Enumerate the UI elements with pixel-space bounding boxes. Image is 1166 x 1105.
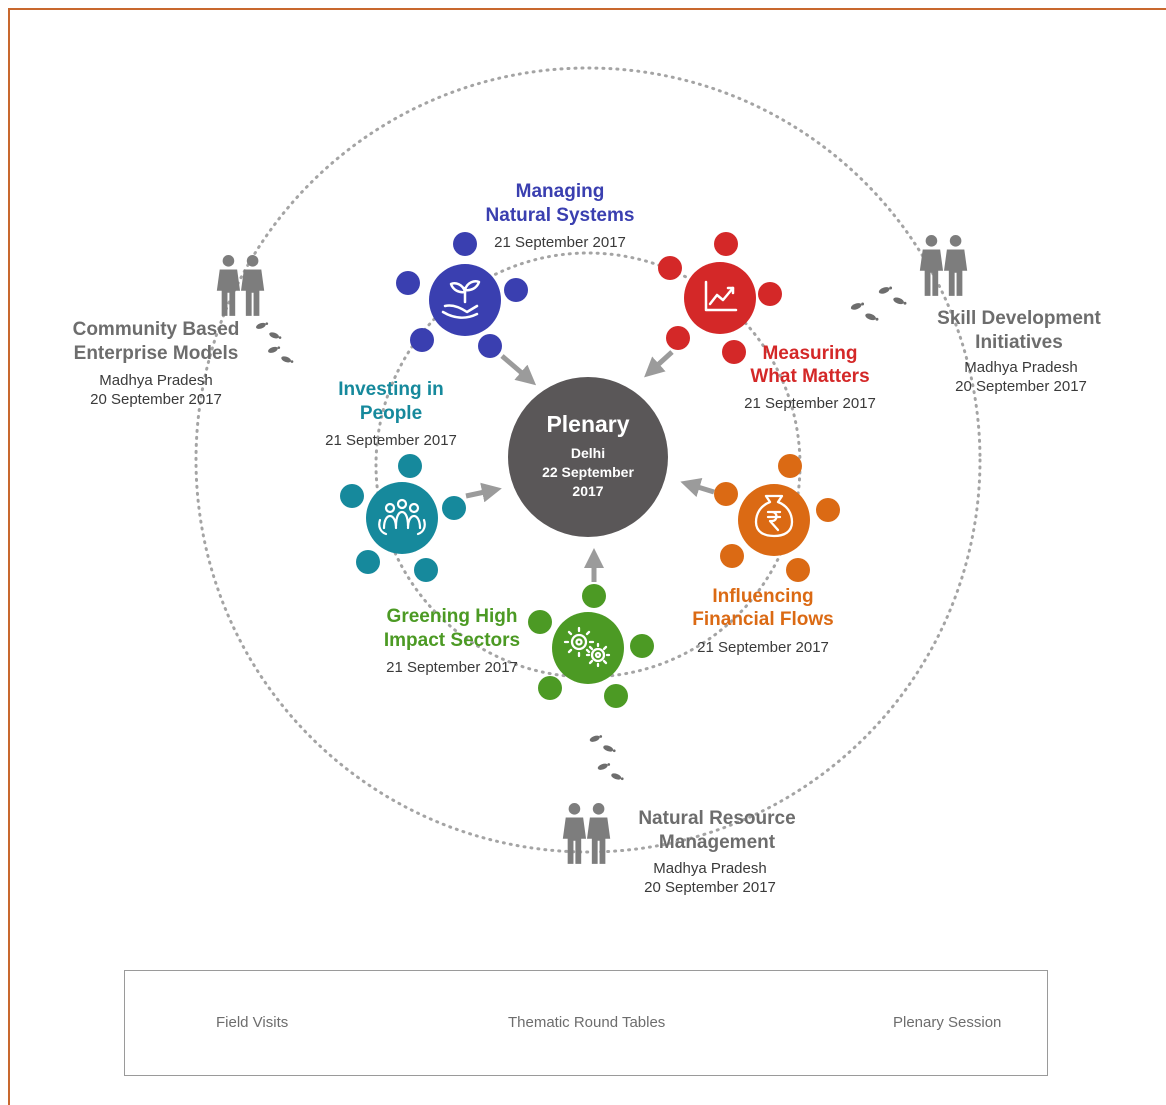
managing-date: 21 September 2017 bbox=[494, 234, 626, 251]
managing-title-line1: Managing bbox=[515, 181, 605, 202]
community-title-line2: Enterprise Models bbox=[73, 343, 239, 364]
rupee-moneybag-icon bbox=[754, 494, 794, 538]
measuring-date: 21 September 2017 bbox=[744, 395, 876, 412]
investing-title-line1: Investing in bbox=[338, 379, 444, 400]
nrm-footprints-icon bbox=[588, 734, 616, 753]
plenary-date-line2: 2017 bbox=[572, 483, 604, 499]
influencing-title-line1: Influencing bbox=[712, 586, 814, 607]
legend-box: Field Visits Thematic Round Tables Plena… bbox=[124, 970, 1048, 1076]
skill-footprints-icon-2 bbox=[849, 301, 879, 322]
greening-date: 21 September 2017 bbox=[386, 659, 518, 676]
plenary-circle bbox=[508, 377, 668, 537]
hub-investing-in-people bbox=[340, 454, 466, 582]
greening-title-line1: Greening High bbox=[386, 606, 518, 627]
nrm-title-line2: Management bbox=[658, 832, 776, 853]
plenary-location: Delhi bbox=[570, 445, 606, 461]
outer-ring bbox=[194, 66, 982, 854]
hand-plant-icon bbox=[441, 280, 481, 319]
community-footprints-icon bbox=[255, 321, 282, 340]
hub-managing-natural-systems bbox=[396, 232, 528, 358]
community-footprints-icon-2 bbox=[267, 345, 294, 364]
community-date: 20 September 2017 bbox=[90, 391, 222, 408]
measuring-title-line1: Measuring bbox=[762, 343, 858, 364]
nrm-title-line1: Natural Resource bbox=[638, 808, 796, 829]
skill-people-icon bbox=[919, 235, 968, 296]
hub-greening-high-impact-sectors bbox=[528, 584, 654, 708]
skill-title-line2: Initiatives bbox=[975, 332, 1063, 353]
plenary-date-line1: 22 September bbox=[542, 464, 634, 480]
legend-field-visits-label: Field Visits bbox=[216, 1014, 289, 1031]
gears-icon bbox=[563, 626, 611, 668]
skill-date: 20 September 2017 bbox=[955, 378, 1087, 395]
influencing-title-line2: Financial Flows bbox=[692, 609, 834, 630]
arrows bbox=[465, 350, 715, 582]
nrm-date: 20 September 2017 bbox=[644, 879, 776, 896]
growth-chart-icon bbox=[704, 280, 738, 312]
community-people-icon bbox=[216, 255, 265, 316]
greening-title-line2: Impact Sectors bbox=[383, 630, 521, 651]
influencing-date: 21 September 2017 bbox=[697, 639, 829, 656]
plenary-title: Plenary bbox=[546, 411, 630, 437]
community-title-line1: Community Based bbox=[72, 319, 240, 340]
managing-title-line2: Natural Systems bbox=[485, 205, 635, 226]
nrm-people-icon bbox=[562, 803, 611, 864]
page-frame bbox=[8, 8, 1166, 1105]
investing-title-line2: People bbox=[359, 403, 423, 424]
nrm-location: Madhya Pradesh bbox=[653, 860, 767, 877]
community-location: Madhya Pradesh bbox=[99, 372, 213, 389]
skill-footprints-icon bbox=[877, 285, 907, 306]
skill-location: Madhya Pradesh bbox=[964, 359, 1078, 376]
nrm-footprints-icon-2 bbox=[596, 762, 624, 781]
measuring-title-line2: What Matters bbox=[750, 366, 870, 387]
skill-title-line1: Skill Development bbox=[937, 308, 1101, 329]
legend-thematic-round-tables-label: Thematic Round Tables bbox=[508, 1014, 666, 1031]
investing-date: 21 September 2017 bbox=[325, 432, 457, 449]
legend-plenary-session-label: Plenary Session bbox=[893, 1014, 1002, 1031]
people-group-icon bbox=[378, 498, 426, 536]
